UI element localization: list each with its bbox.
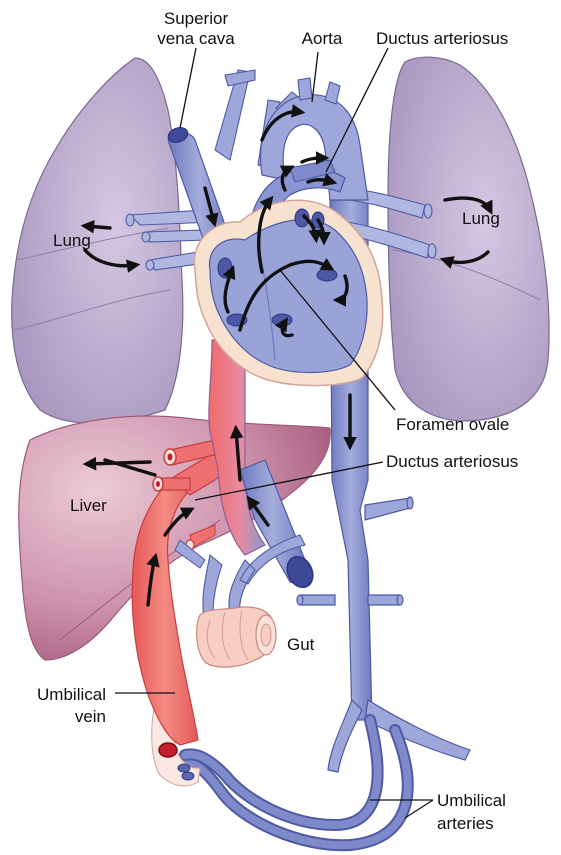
label-umbilical-vein-line1: Umbilical	[37, 685, 106, 704]
label-umbilical-arteries-line1: Umbilical	[437, 791, 506, 810]
umbilical-vein-opening	[159, 743, 177, 757]
label-lung-right: Lung	[462, 209, 500, 228]
label-umbilical-vein-line2: vein	[75, 707, 106, 726]
label-ductus-arteriosus-top: Ductus arteriosus	[376, 29, 508, 48]
label-gut: Gut	[287, 635, 315, 654]
label-foramen-ovale: Foramen ovale	[396, 415, 509, 434]
label-lung-left: Lung	[53, 231, 91, 250]
label-liver: Liver	[70, 496, 107, 515]
gut	[197, 607, 276, 667]
iliac-left	[328, 700, 362, 772]
label-superior-vena-cava-line1: Superior	[164, 9, 229, 28]
label-superior-vena-cava-line2: vena cava	[157, 29, 235, 48]
label-umbilical-arteries-line2: arteries	[437, 814, 494, 833]
label-aorta: Aorta	[302, 29, 343, 48]
label-ductus-arteriosus-mid: Ductus arteriosus	[386, 452, 518, 471]
